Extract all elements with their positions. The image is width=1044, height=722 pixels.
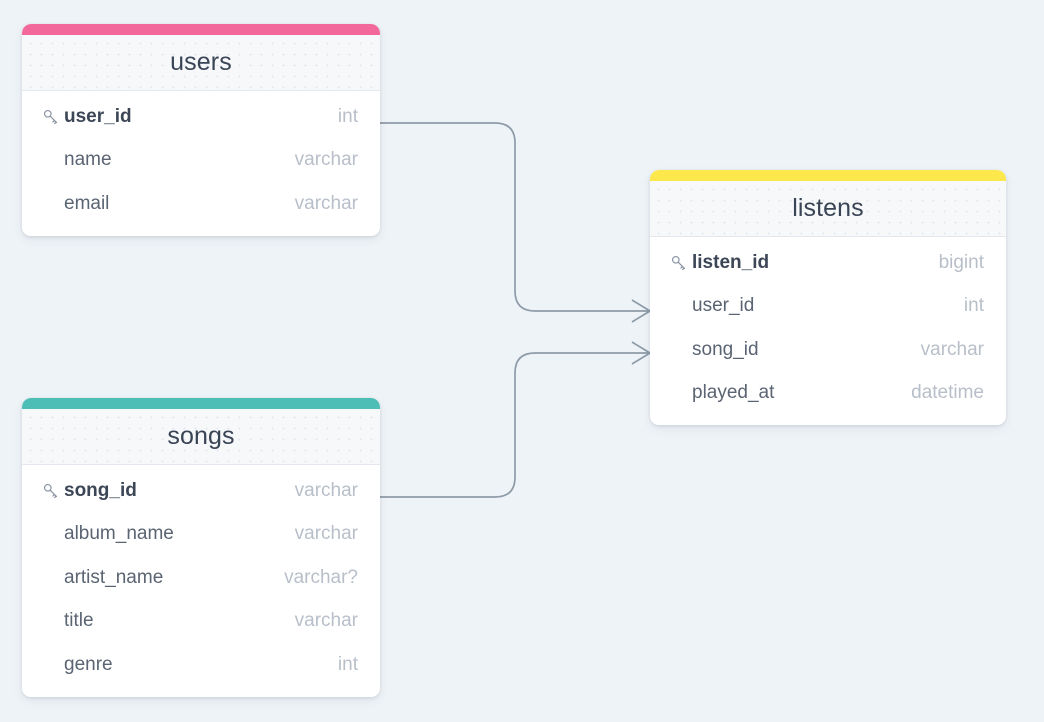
- field-name-label: user_id: [64, 105, 132, 127]
- entity-name-label: users: [170, 48, 232, 76]
- accent-bar-users: [22, 24, 380, 35]
- accent-bar-songs: [22, 398, 380, 409]
- field-type-label: varchar: [294, 479, 358, 501]
- field-type-label: varchar: [294, 523, 358, 545]
- field-name-label: genre: [64, 653, 113, 675]
- field-list-listens: listen_id bigint user_id int song_id varchar p…: [650, 237, 1006, 425]
- field-type-label: varchar: [294, 610, 358, 632]
- field-name-label: listen_id: [692, 251, 770, 273]
- field-name-label: song_id: [692, 338, 759, 360]
- field-name-label: album_name: [64, 523, 174, 545]
- field-type-label: varchar: [920, 338, 984, 360]
- accent-bar-listens: [650, 170, 1006, 181]
- key-icon: [42, 482, 64, 499]
- entity-table-listens[interactable]: listens listen_id bigint user_id int song_id v…: [650, 170, 1006, 425]
- relationship-songs-to-listens: [380, 341, 651, 498]
- field-name-label: played_at: [692, 382, 775, 404]
- field-row[interactable]: listen_id bigint: [650, 241, 1006, 285]
- field-row[interactable]: album_name varchar: [22, 513, 380, 557]
- entity-title-listens: listens: [650, 181, 1006, 237]
- relationship-users-to-listens: [380, 122, 651, 323]
- field-row[interactable]: title varchar: [22, 600, 380, 644]
- field-list-users: user_id int name varchar email varchar: [22, 91, 380, 236]
- field-name-label: artist_name: [64, 566, 164, 588]
- field-row[interactable]: user_id int: [22, 95, 380, 139]
- crowfoot-many-marker: [631, 299, 651, 323]
- field-type-label: int: [963, 295, 984, 317]
- key-icon: [670, 254, 692, 271]
- field-row[interactable]: artist_name varchar?: [22, 556, 380, 600]
- field-type-label: int: [337, 653, 358, 675]
- relationship-line: [380, 122, 650, 312]
- field-type-label: varchar: [294, 192, 358, 214]
- key-icon: [42, 108, 64, 125]
- field-name-label: email: [64, 192, 110, 214]
- field-name-label: name: [64, 149, 112, 171]
- field-row[interactable]: played_at datetime: [650, 372, 1006, 416]
- field-row[interactable]: song_id varchar: [22, 469, 380, 513]
- entity-name-label: listens: [792, 194, 864, 222]
- crowfoot-many-marker: [631, 341, 651, 365]
- field-type-label: varchar?: [284, 566, 358, 588]
- entity-title-users: users: [22, 35, 380, 91]
- field-name-label: user_id: [692, 295, 755, 317]
- field-name-label: title: [64, 610, 94, 632]
- field-row[interactable]: song_id varchar: [650, 328, 1006, 372]
- field-type-label: bigint: [938, 251, 984, 273]
- field-row[interactable]: genre int: [22, 643, 380, 687]
- entity-name-label: songs: [167, 422, 235, 450]
- field-row[interactable]: name varchar: [22, 139, 380, 183]
- entity-table-users[interactable]: users user_id int name varchar email varchar: [22, 24, 380, 236]
- field-type-label: datetime: [911, 382, 984, 404]
- field-row[interactable]: user_id int: [650, 285, 1006, 329]
- relationship-line: [380, 352, 650, 498]
- field-type-label: varchar: [294, 149, 358, 171]
- field-name-label: song_id: [64, 479, 137, 501]
- field-row[interactable]: email varchar: [22, 182, 380, 226]
- field-type-label: int: [337, 105, 358, 127]
- entity-title-songs: songs: [22, 409, 380, 465]
